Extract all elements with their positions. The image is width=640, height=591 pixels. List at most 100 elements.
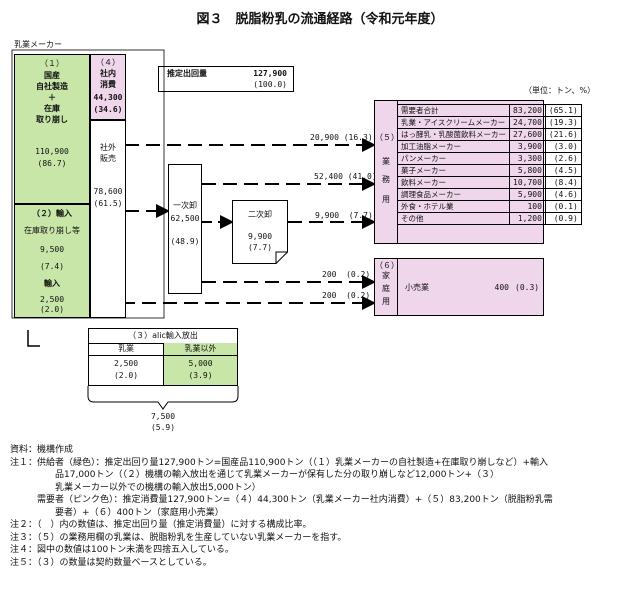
flow2-label: 52,400 (41.0) [314, 172, 377, 182]
business-row-name: 需要者合計 [397, 104, 510, 117]
wholesale1-pct: (48.9) [170, 237, 200, 246]
wholesale2-pct: (7.7) [247, 243, 273, 252]
wholesale1-box: 一次卸 62,500 (48.9) [168, 164, 202, 294]
internal-pct: (34.6) [93, 105, 123, 114]
external-l1: 社外 [100, 143, 116, 152]
business-row-name: 菓子メーカー [397, 164, 510, 177]
business-row-name: 飲料メーカー [397, 176, 510, 189]
import-imp-pct: (2.0) [39, 305, 65, 314]
dairy-maker-outline [11, 49, 165, 319]
supply-box: 推定出回量 127,900 (100.0) [158, 66, 294, 92]
business-row-name: はっ酵乳・乳酸菌飲料メーカー [397, 128, 510, 141]
note-line: 注５：（３）の数量は契約数量ベースとしている。 [10, 557, 212, 568]
domestic-box: （１） 国産 自社製造 ＋ 在庫 取り崩し 110,900 (86.7) [14, 54, 90, 204]
alic-col-other: 乳業以外 5,000 (3.9) [164, 343, 237, 385]
import-imp-value: 2,500 [39, 295, 65, 304]
internal-l1: 社内 [100, 69, 116, 78]
alic-col-dairy: 乳業 2,500 (2.0) [89, 343, 164, 385]
note-line: 需要者（ピンク色）：推定消費量127,900トン=（４）44,300トン（乳業メ… [10, 495, 553, 505]
flow5-value: 200 [322, 291, 337, 300]
wholesale1-label: 一次卸 [173, 201, 197, 210]
import-no: （２）輸入 [32, 209, 72, 218]
external-value: 78,600 [93, 187, 123, 196]
household-pct: (0.3) [515, 283, 540, 292]
alic-h2: 乳業以外 [164, 344, 237, 356]
business-row-value: 10,700 [509, 176, 546, 189]
domestic-l1: 国産 [44, 71, 60, 80]
flow3-value: 9,900 [315, 211, 340, 220]
flow2-value: 52,400 [314, 172, 343, 181]
alic-p2: (3.9) [188, 371, 213, 380]
flow2-pct: (41.0) [347, 172, 377, 181]
wholesale2-label: 二次卸 [248, 210, 272, 219]
alic-h1: 乳業 [89, 344, 163, 356]
domestic-pct: (86.7) [37, 159, 67, 168]
note-line: 注３：（５）の業務用欄の乳業は、脱脂粉乳を生産していない乳業メーカーを指す。 [10, 532, 347, 543]
business-c1: 業 [382, 157, 390, 166]
domestic-value: 110,900 [35, 147, 69, 156]
note-line: 要者）+（６）400トン（家庭用小売業） [10, 507, 224, 518]
note-line: 乳業メーカー以外での機構の輸入放出5,000トン） [10, 482, 261, 493]
flow3-pct: (7.7) [348, 211, 373, 220]
flow4-label: 200 (0.2) [322, 270, 370, 280]
note-line: 注１：供給者（緑色）：推定出回り量127,900トン=国産品110,900トン（… [10, 457, 549, 468]
business-row-pct: (0.9) [544, 212, 582, 225]
page-title: 図３ 脱脂粉乳の流通経路（令和元年度） [196, 12, 444, 27]
household-c1: 家 [382, 271, 390, 280]
business-row-value: 5,800 [509, 164, 546, 177]
import-stock-label: 在庫取り崩し等 [24, 226, 80, 235]
flow5-pct: (0.2) [346, 291, 371, 300]
supply-pct: (100.0) [253, 80, 287, 89]
flow4-pct: (0.2) [346, 270, 371, 279]
business-row-pct: (2.6) [544, 152, 582, 165]
dairy-maker-label: 乳業メーカー [14, 40, 62, 49]
domestic-l3: 在庫 [44, 104, 60, 113]
household-value: 400 [494, 283, 509, 292]
alic-total-pct: (5.9) [150, 423, 176, 432]
business-row-value: 5,900 [509, 188, 546, 201]
flow1-pct: (16.3) [343, 133, 373, 142]
alic-bracket [87, 386, 239, 410]
domestic-no: （１） [40, 59, 64, 68]
internal-no: （４） [96, 58, 120, 67]
household-retail: 小売業 [405, 283, 429, 292]
note-line: 品17,000トン（（２）機構の輸入放出を通じて乳業メーカーが保有した分の取り崩… [10, 470, 500, 480]
flow1-value: 20,900 [310, 133, 339, 142]
wholesale1-value: 62,500 [170, 214, 200, 223]
business-row-pct: (3.0) [544, 140, 582, 153]
notes: 資料：機構作成注１：供給者（緑色）：推定出回り量127,900トン=国産品110… [10, 444, 635, 569]
business-row-pct: (21.6) [544, 128, 582, 141]
internal-l2: 消費 [100, 80, 116, 89]
alic-v2: 5,000 [188, 359, 213, 368]
flow4-value: 200 [322, 270, 337, 279]
import-box: （２）輸入 在庫取り崩し等 9,500 (7.4) 輸入 2,500 (2.0) [14, 204, 90, 318]
business-row-pct: (65.1) [544, 104, 582, 117]
business-row-value: 27,600 [509, 128, 546, 141]
unit-label: （単位：トン、%） [524, 86, 596, 95]
business-row-name: 加工油脂メーカー [397, 140, 510, 153]
business-c2: 務 [382, 175, 390, 184]
alic-box: （３）alic輸入放出 乳業 2,500 (2.0) 乳業以外 5,000 (3… [88, 328, 238, 386]
business-c3: 用 [382, 195, 390, 204]
flow5-label: 200 (0.2) [322, 291, 370, 301]
business-row-name: 乳業・アイスクリームメーカー [397, 116, 510, 129]
supply-value: 127,900 [253, 69, 287, 78]
business-row-name: 外食・ホテル業 [397, 200, 510, 213]
flow3-label: 9,900 (7.7) [315, 211, 373, 221]
business-row-value: 83,200 [509, 104, 546, 117]
external-box: 社外 販売 78,600 (61.5) [90, 120, 126, 318]
note-line: 資料：機構作成 [10, 445, 74, 455]
internal-value: 44,300 [93, 93, 123, 102]
business-no: （５） [375, 133, 399, 142]
household-box: （６） 家 庭 用 小売業 400 (0.3) [374, 258, 544, 316]
